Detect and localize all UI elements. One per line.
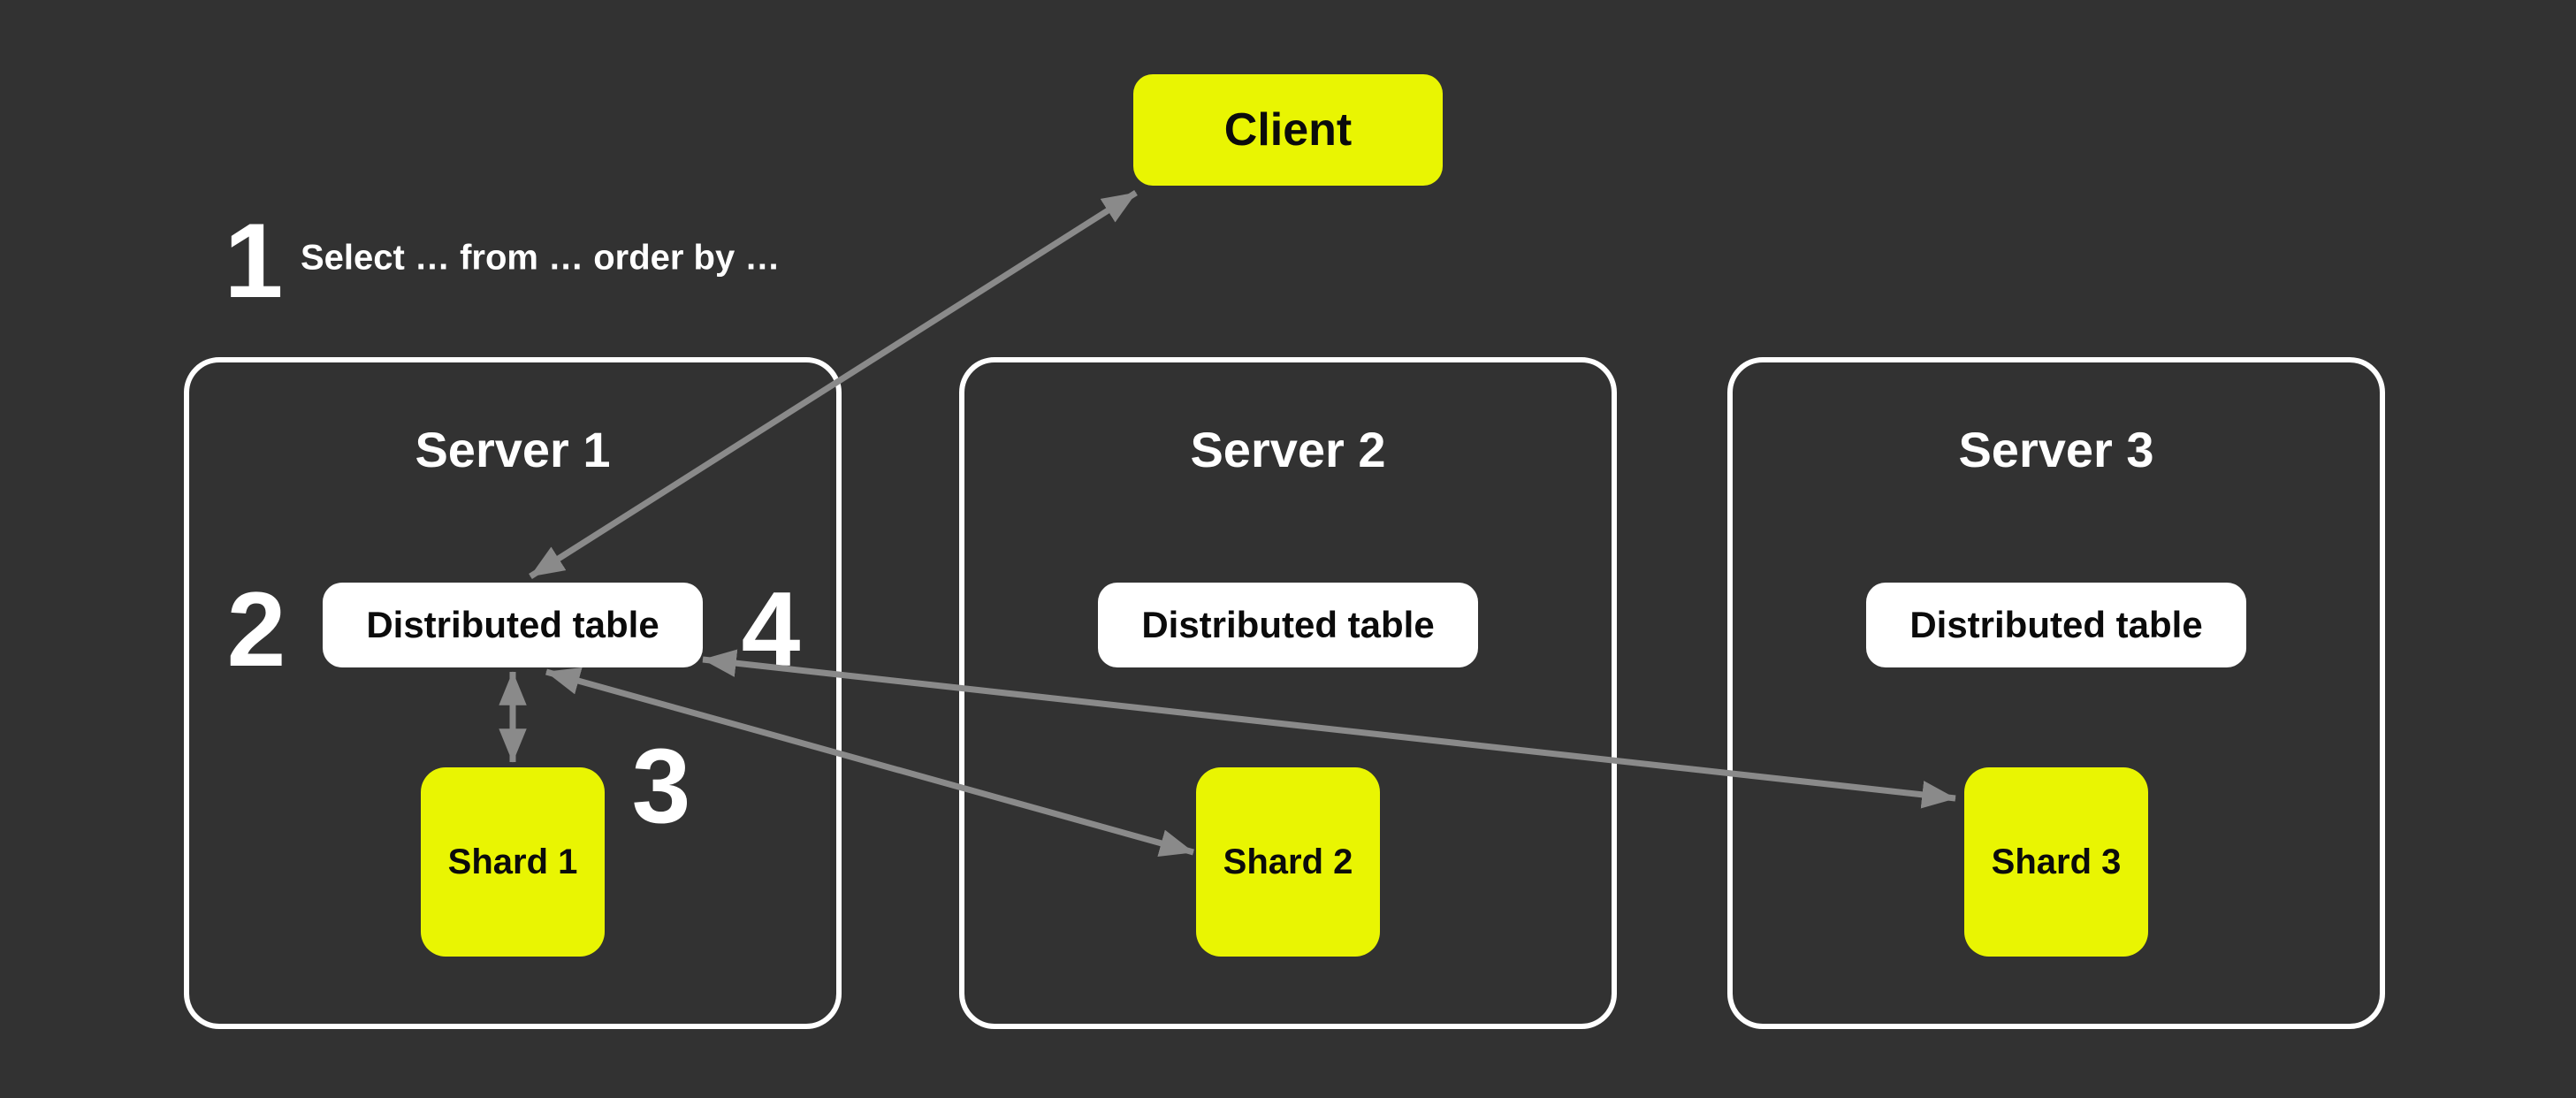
step-1-number: 1 bbox=[224, 202, 284, 320]
server-3-box: Server 3 Distributed table Shard 3 bbox=[1727, 357, 2385, 1029]
server-2-shard: Shard 2 bbox=[1196, 767, 1380, 957]
server-2-box: Server 2 Distributed table Shard 2 bbox=[959, 357, 1617, 1029]
server-1-distributed-table: Distributed table bbox=[323, 583, 703, 667]
step-2-number: 2 bbox=[226, 570, 286, 689]
server-1-shard-label: Shard 1 bbox=[447, 842, 578, 881]
server-3-distributed-table-label: Distributed table bbox=[1909, 604, 2203, 645]
server-1-title: Server 1 bbox=[415, 422, 611, 477]
server-3-title: Server 3 bbox=[1958, 422, 2154, 477]
step-1-query-text: Select … from … order by … bbox=[301, 238, 781, 278]
server-3-shard: Shard 3 bbox=[1964, 767, 2148, 957]
server-2-title: Server 2 bbox=[1190, 422, 1386, 477]
server-3-distributed-table: Distributed table bbox=[1866, 583, 2246, 667]
server-1-shard: Shard 1 bbox=[421, 767, 605, 957]
server-1-box: Server 1 Distributed table Shard 1 bbox=[184, 357, 842, 1029]
client-node: Client bbox=[1133, 74, 1443, 186]
server-1-distributed-table-label: Distributed table bbox=[366, 604, 659, 645]
server-2-distributed-table: Distributed table bbox=[1098, 583, 1478, 667]
server-3-shard-label: Shard 3 bbox=[1991, 842, 2122, 881]
server-2-shard-label: Shard 2 bbox=[1223, 842, 1353, 881]
server-2-distributed-table-label: Distributed table bbox=[1141, 604, 1435, 645]
client-label: Client bbox=[1223, 104, 1353, 156]
